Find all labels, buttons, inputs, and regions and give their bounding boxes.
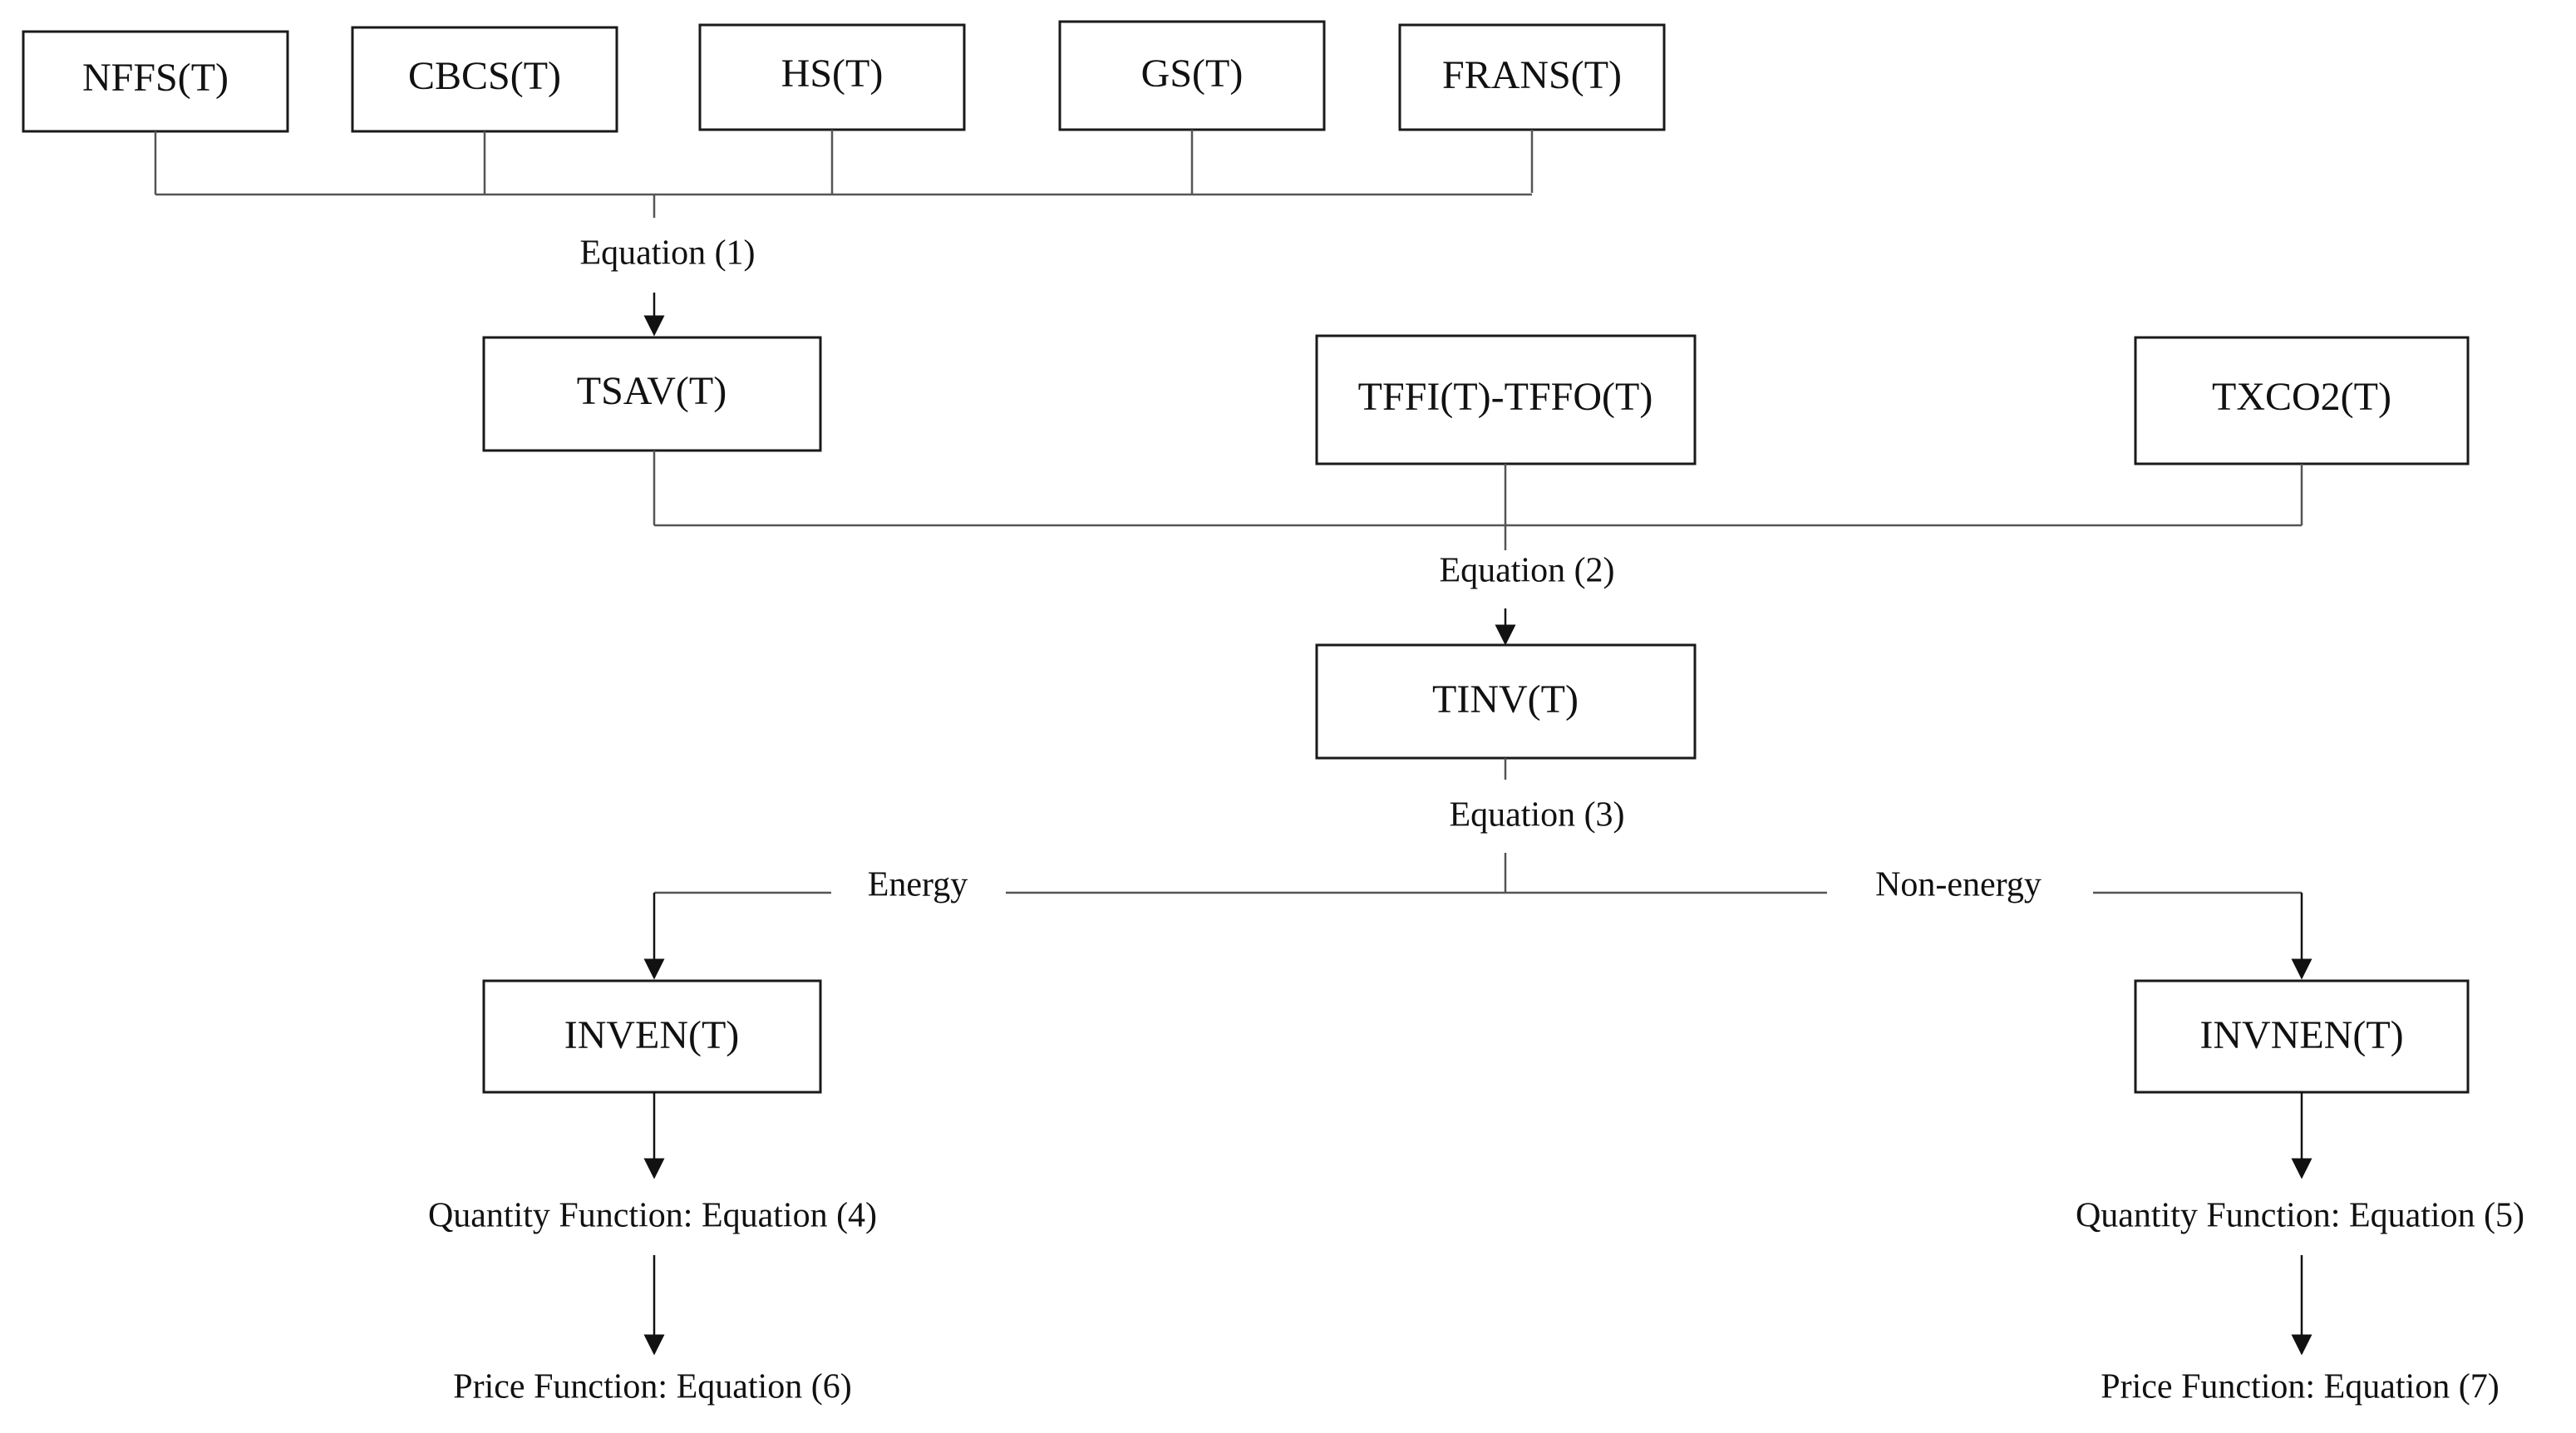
equation-1-label: Equation (1): [579, 234, 755, 273]
price-function-energy-label: Price Function: Equation (6): [453, 1368, 851, 1406]
node-frans: FRANS(T): [1398, 23, 1666, 131]
node-tffi-tffo: TFFI(T)-TFFO(T): [1315, 334, 1697, 465]
equation-2-label: Equation (2): [1439, 552, 1614, 590]
branch-connectors: [654, 853, 2302, 894]
node-txco2-label: TXCO2(T): [2212, 375, 2391, 419]
node-tsav-label: TSAV(T): [577, 369, 727, 413]
node-frans-label: FRANS(T): [1442, 53, 1622, 97]
node-inven-label: INVEN(T): [564, 1013, 740, 1057]
node-inven: INVEN(T): [482, 979, 822, 1094]
energy-branch-label: Energy: [868, 866, 968, 904]
top-row-connectors: [154, 130, 1534, 218]
node-tffi-tffo-label: TFFI(T)-TFFO(T): [1358, 375, 1653, 419]
node-tinv-label: TINV(T): [1432, 677, 1579, 721]
equation-3-label: Equation (3): [1449, 796, 1624, 835]
node-gs-label: GS(T): [1141, 52, 1244, 96]
non-energy-branch-label: Non-energy: [1875, 866, 2042, 904]
node-invnen-label: INVNEN(T): [2199, 1013, 2403, 1057]
node-cbcs: CBCS(T): [351, 26, 618, 133]
node-gs: GS(T): [1058, 20, 1326, 131]
node-tsav: TSAV(T): [482, 336, 822, 452]
second-row-connectors: [653, 451, 2303, 550]
node-invnen: INVNEN(T): [2134, 979, 2470, 1094]
node-hs: HS(T): [698, 23, 966, 131]
node-txco2: TXCO2(T): [2134, 336, 2470, 465]
node-tinv: TINV(T): [1315, 643, 1697, 760]
node-hs-label: HS(T): [781, 52, 884, 96]
node-cbcs-label: CBCS(T): [408, 54, 561, 98]
quantity-function-non-energy-label: Quantity Function: Equation (5): [2076, 1197, 2524, 1235]
node-nffs-label: NFFS(T): [82, 56, 229, 100]
price-function-non-energy-label: Price Function: Equation (7): [2101, 1368, 2499, 1406]
node-nffs: NFFS(T): [22, 30, 289, 133]
quantity-function-energy-label: Quantity Function: Equation (4): [428, 1197, 877, 1235]
